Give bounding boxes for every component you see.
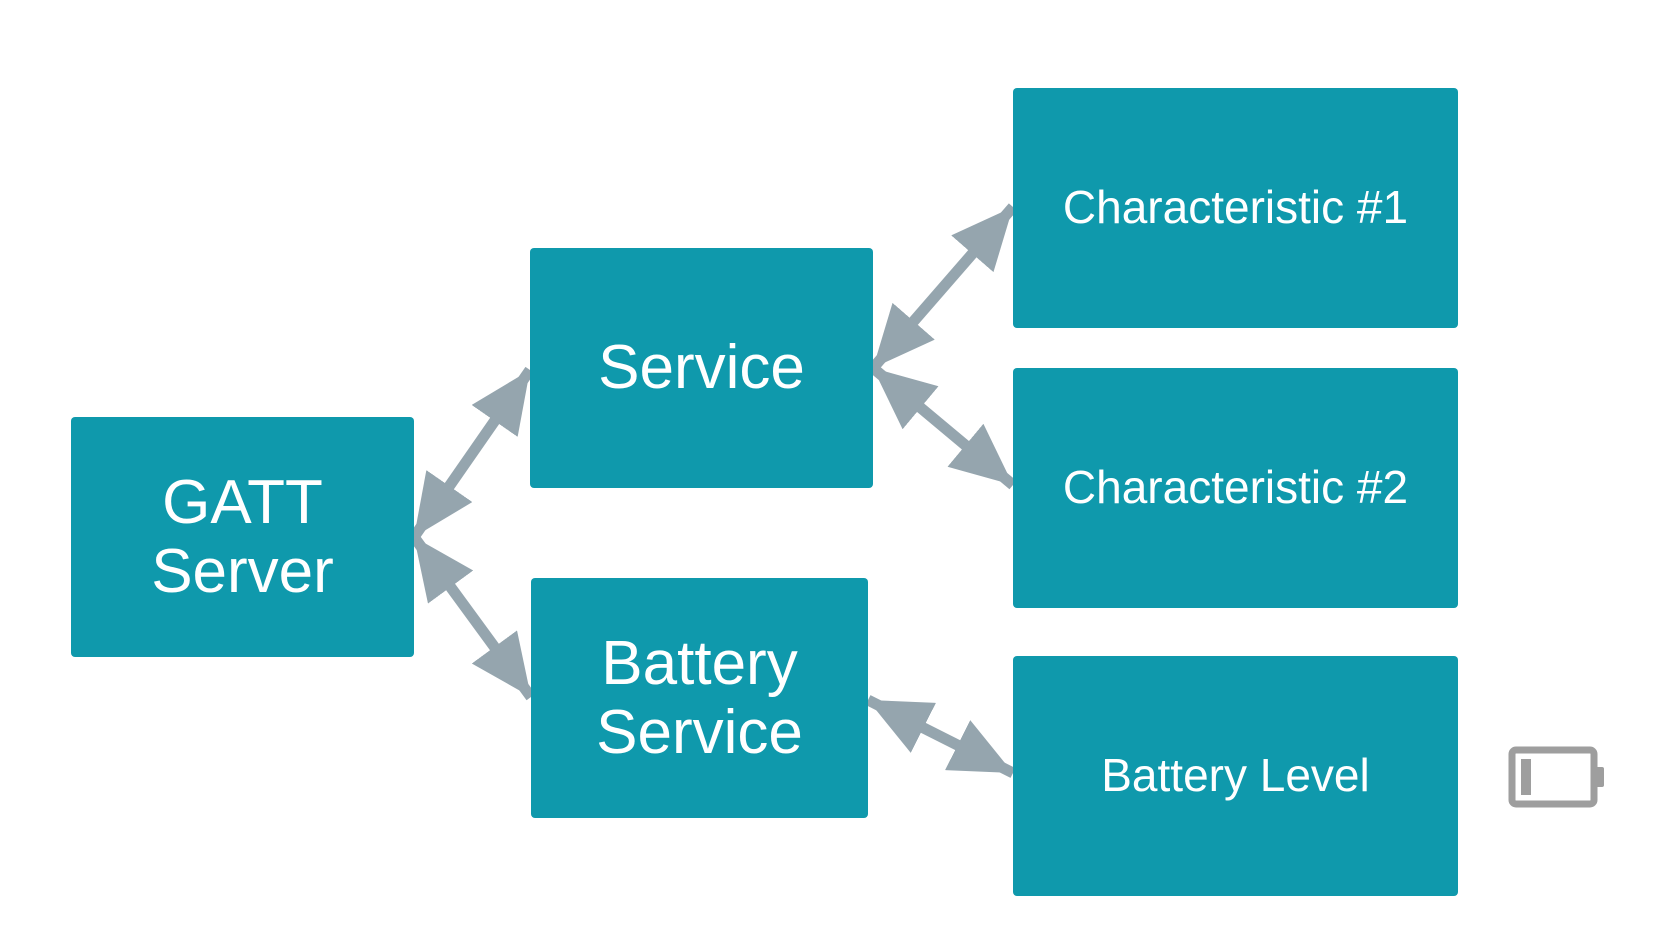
characteristic-1-node: Characteristic #1: [1013, 88, 1458, 328]
gatt-server-label: GATT Server: [151, 467, 334, 606]
battery-level-node: Battery Level: [1013, 656, 1458, 896]
battery-level-label: Battery Level: [1101, 749, 1370, 802]
arrow-battery-service-to-battery-level: [865, 695, 1016, 778]
battery-service-label: Battery Service: [596, 628, 803, 767]
arrow-service-to-characteristic-2: [869, 363, 1017, 490]
gatt-server-node: GATT Server: [71, 417, 414, 657]
service-label: Service: [598, 333, 805, 403]
battery-low-icon: [1508, 746, 1604, 808]
characteristic-2-node: Characteristic #2: [1013, 368, 1458, 608]
arrow-gatt-to-battery-service: [409, 533, 536, 701]
battery-service-node: Battery Service: [531, 578, 868, 818]
service-node: Service: [530, 248, 873, 488]
arrow-service-to-characteristic-1: [868, 203, 1018, 372]
characteristic-2-label: Characteristic #2: [1062, 461, 1409, 514]
arrow-gatt-to-service: [409, 366, 535, 541]
characteristic-1-label: Characteristic #1: [1062, 181, 1409, 234]
